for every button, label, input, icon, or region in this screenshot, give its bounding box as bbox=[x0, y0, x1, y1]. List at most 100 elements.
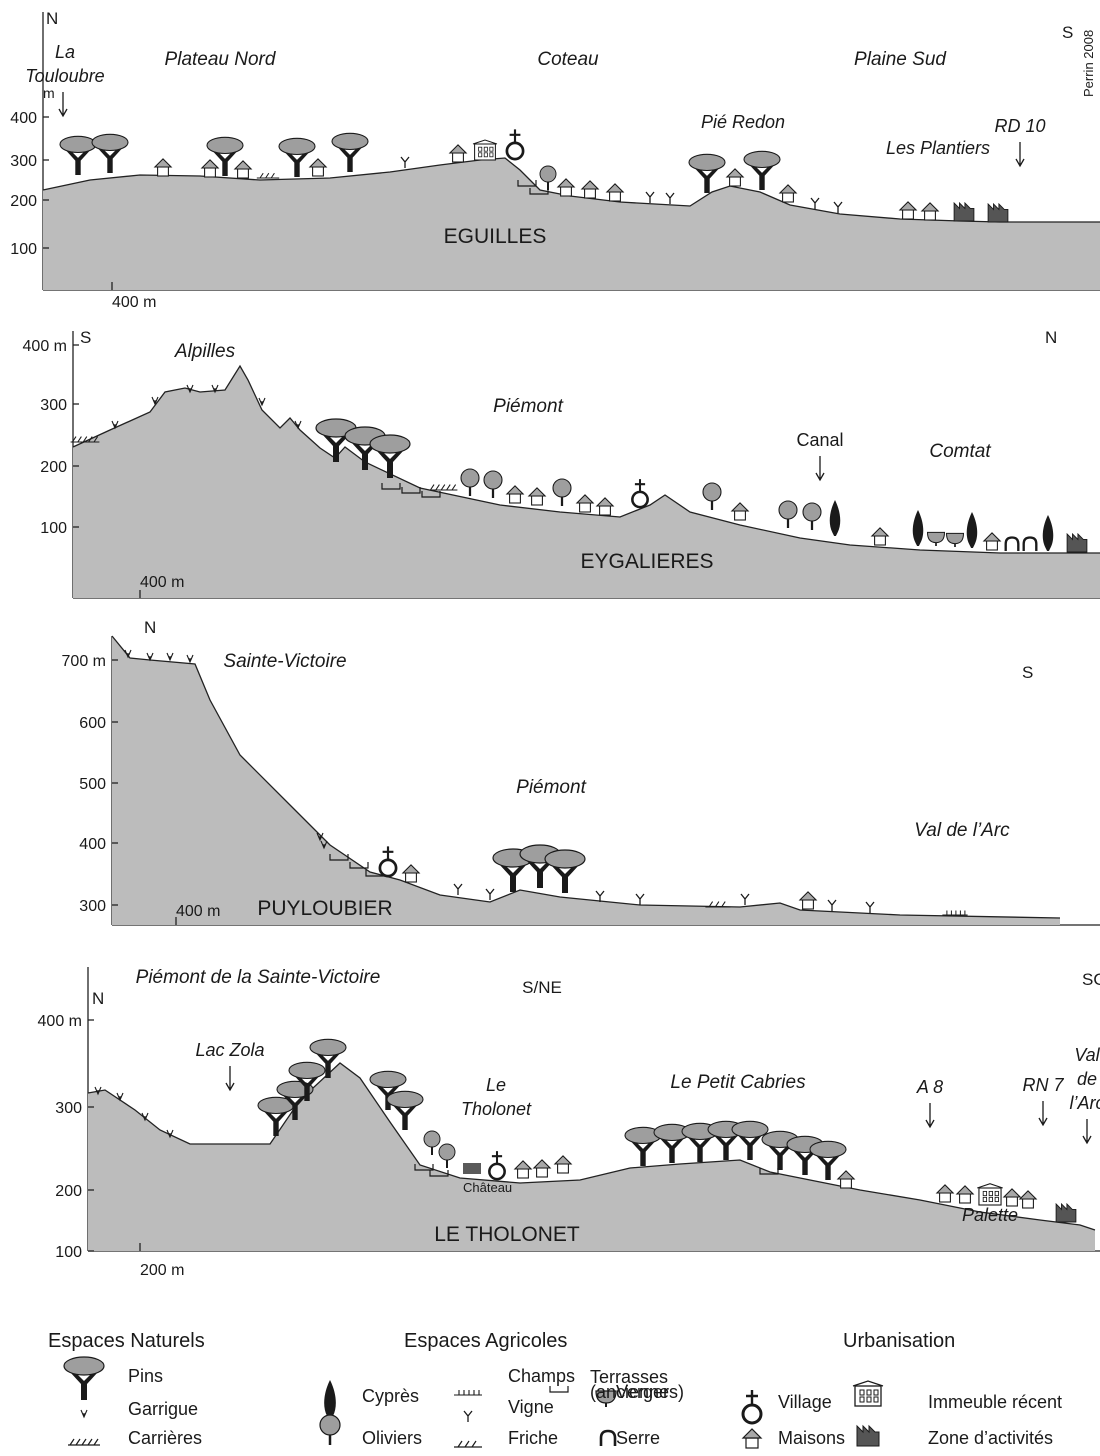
pin-tree-icon bbox=[809, 1140, 847, 1180]
legend-label-garrigue: Garrigue bbox=[128, 1399, 198, 1419]
y-tick-label: 400 m bbox=[38, 1013, 82, 1030]
industry-icon bbox=[1055, 1202, 1077, 1223]
house-icon bbox=[920, 202, 940, 221]
house-icon bbox=[982, 532, 1002, 551]
legend-label-village: Village bbox=[778, 1392, 832, 1412]
garrigue-icon bbox=[320, 840, 328, 850]
profile-name: PUYLOUBIER bbox=[257, 897, 392, 920]
recent-building-icon bbox=[472, 139, 498, 161]
y-tick-label: 300 bbox=[55, 1100, 82, 1117]
vigne-icon bbox=[810, 197, 820, 209]
vigne-icon bbox=[635, 893, 645, 905]
orchard-icon bbox=[595, 1390, 617, 1407]
house-icon bbox=[935, 1184, 955, 1203]
friche-icon bbox=[256, 172, 280, 179]
house-icon bbox=[153, 158, 173, 177]
y-tick-label: 400 bbox=[10, 110, 37, 127]
marker-label: Canal bbox=[796, 430, 843, 450]
profile-3-terrain-edge bbox=[111, 635, 1061, 919]
y-tick-label: 300 bbox=[40, 397, 67, 414]
cypress-icon bbox=[966, 512, 978, 548]
scale-label: 400 m bbox=[112, 294, 156, 311]
house-icon bbox=[448, 144, 468, 163]
olive-tree-icon bbox=[438, 1143, 456, 1168]
cypress-icon bbox=[1042, 515, 1054, 551]
garrigue-icon bbox=[316, 832, 324, 842]
legend-label-carrieres: Carrières bbox=[128, 1428, 202, 1448]
garrigue-icon bbox=[294, 420, 302, 430]
orchard-icon bbox=[926, 531, 946, 546]
industry-icon bbox=[987, 202, 1009, 223]
site-label: Château bbox=[463, 1180, 512, 1195]
marker-label: Lac Zola bbox=[195, 1040, 264, 1060]
vigne-icon bbox=[827, 899, 837, 911]
house-icon bbox=[401, 864, 421, 883]
house-icon bbox=[870, 527, 890, 546]
profile-1-terrain-edge bbox=[42, 157, 1100, 223]
house-icon bbox=[580, 180, 600, 199]
vigne-icon bbox=[485, 888, 495, 900]
legend-natural-title: Espaces Naturels bbox=[48, 1330, 205, 1352]
place-label: Les Plantiers bbox=[886, 138, 990, 158]
legend-label-greenhouse: Serre bbox=[616, 1428, 660, 1448]
credit-label: Perrin 2008 bbox=[1081, 30, 1096, 97]
direction-right: S bbox=[1062, 23, 1073, 42]
pin-tree-icon bbox=[63, 1356, 105, 1400]
vigne-icon bbox=[453, 883, 463, 895]
house-icon bbox=[575, 494, 595, 513]
legend-urban-title: Urbanisation bbox=[843, 1330, 955, 1352]
region-label: Coteau bbox=[537, 49, 599, 70]
house-icon bbox=[741, 1428, 763, 1449]
direction-left: N bbox=[92, 989, 104, 1008]
vigne-icon bbox=[665, 192, 675, 204]
village-icon bbox=[505, 129, 525, 161]
place-label: Palette bbox=[962, 1205, 1018, 1225]
village-icon bbox=[488, 1151, 506, 1181]
region-label: Val de l’Arc bbox=[914, 820, 1010, 841]
pin-tree-icon bbox=[59, 135, 97, 175]
region-label: Piémont bbox=[493, 396, 563, 417]
house-icon bbox=[898, 201, 918, 220]
house-icon bbox=[730, 502, 750, 521]
house-icon bbox=[200, 159, 220, 178]
house-icon bbox=[595, 497, 615, 516]
garrigue-icon bbox=[186, 654, 194, 664]
olive-tree-icon bbox=[552, 478, 572, 506]
direction-left: N bbox=[144, 618, 156, 637]
vigne-icon bbox=[645, 191, 655, 203]
industry-icon bbox=[953, 201, 975, 222]
garrigue-icon bbox=[166, 652, 174, 662]
olive-tree-icon bbox=[539, 165, 557, 190]
pin-tree-icon bbox=[386, 1090, 424, 1130]
terrain-layer bbox=[42, 12, 1100, 1252]
pin-tree-icon bbox=[91, 133, 129, 173]
house-icon bbox=[798, 891, 818, 910]
legend-agricole-title: Espaces Agricoles bbox=[404, 1330, 567, 1352]
house-icon bbox=[553, 1155, 573, 1174]
vigne-icon bbox=[833, 201, 843, 213]
pin-tree-icon bbox=[743, 150, 781, 190]
legend-label-industry: Zone d’activités bbox=[928, 1428, 1053, 1448]
vigne-icon bbox=[463, 1410, 473, 1422]
terrasses-icon bbox=[401, 487, 421, 494]
scale-label: 200 m bbox=[140, 1262, 184, 1279]
house-icon bbox=[556, 178, 576, 197]
region-label: Le Petit Cabries bbox=[670, 1072, 806, 1093]
legend-label-champs: Champs bbox=[508, 1366, 575, 1386]
garrigue-icon bbox=[80, 1409, 88, 1419]
legend-label-pin-tree: Pins bbox=[128, 1366, 163, 1386]
chateau-icon bbox=[463, 1163, 481, 1174]
vigne-icon bbox=[740, 893, 750, 905]
vigne-icon bbox=[595, 890, 605, 902]
garrigue-icon bbox=[141, 1112, 149, 1122]
house-icon bbox=[505, 485, 525, 504]
terrasses-icon bbox=[759, 1168, 779, 1175]
profile-name: LE THOLONET bbox=[434, 1223, 580, 1246]
olive-tree-icon bbox=[778, 500, 798, 528]
direction-right: SO bbox=[1082, 970, 1100, 989]
garrigue-icon bbox=[116, 1092, 124, 1102]
house-icon bbox=[1002, 1188, 1022, 1207]
friche-icon bbox=[454, 1440, 482, 1448]
